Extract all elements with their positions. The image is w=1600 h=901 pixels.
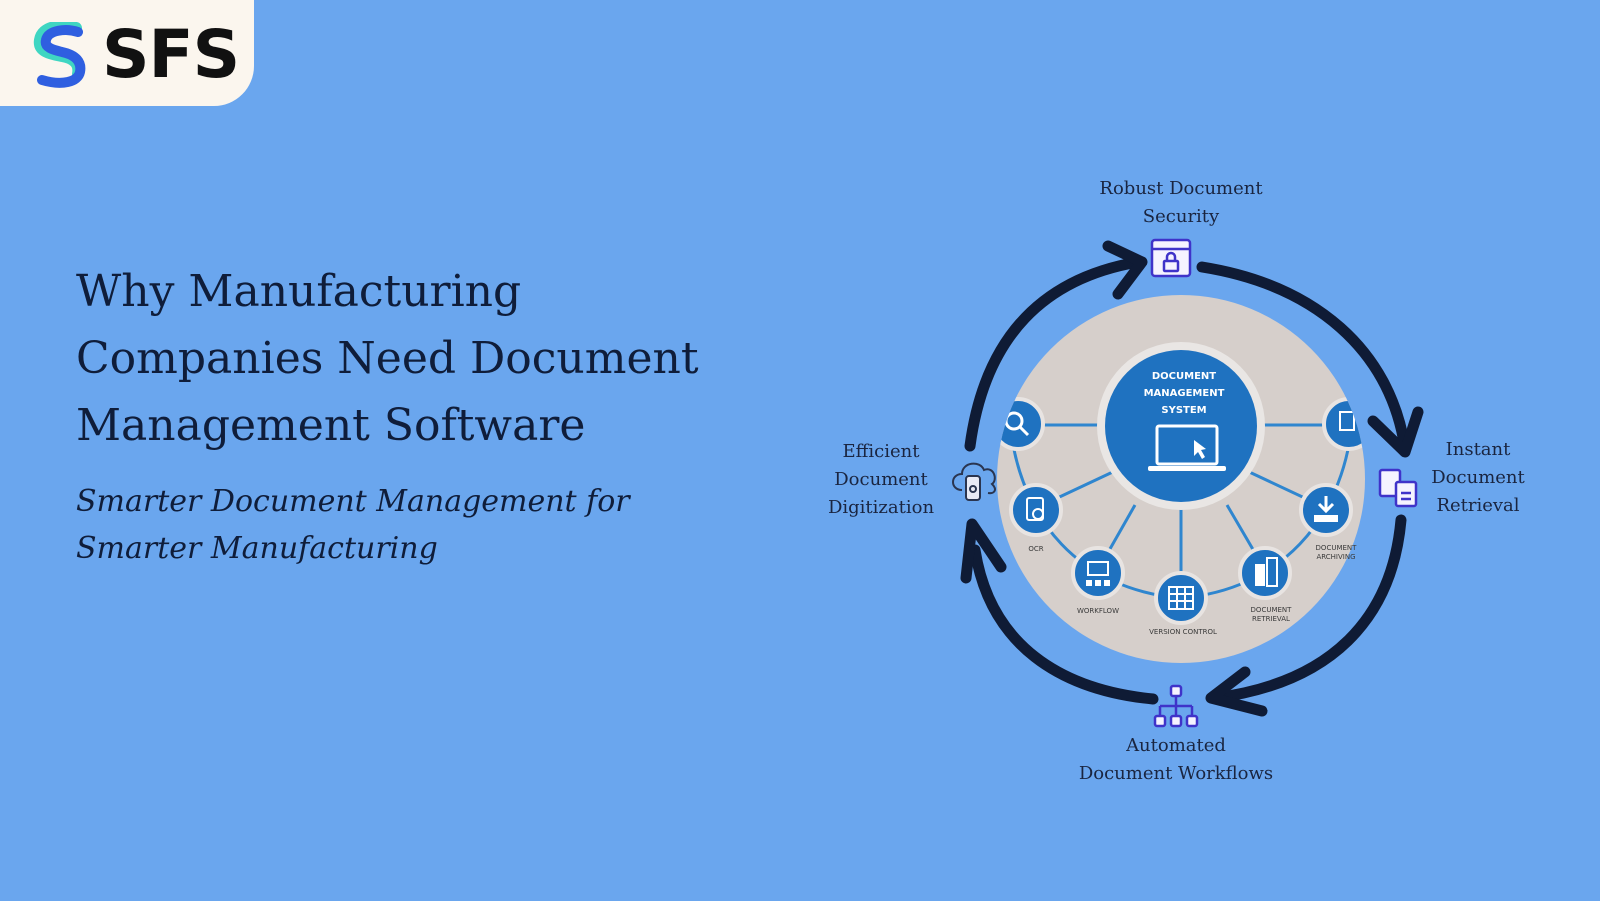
hub-node-label: DOCUMENT	[1251, 606, 1293, 614]
stage-label-line: Digitization	[827, 497, 935, 518]
stage-label-line: Automated	[1126, 735, 1226, 756]
stage-label-retrieval: Instant Document Retrieval	[1418, 436, 1538, 520]
hub-node-label: OCR	[1028, 545, 1043, 553]
hub-node-version-control: VERSION CONTROL	[1149, 571, 1217, 636]
center-title-line2: MANAGEMENT	[1144, 388, 1225, 399]
stage-label-security: Robust Document Security	[1076, 175, 1286, 231]
stage-label-digitization: Efficient Document Digitization	[816, 438, 946, 522]
lock-window-icon	[1150, 238, 1192, 278]
laptop-cursor-icon	[1148, 424, 1226, 471]
stage-label-line: Security	[1142, 206, 1220, 227]
hub-node-label: DOCUMENT	[1316, 544, 1358, 552]
archive-icon	[1317, 496, 1335, 514]
clipboard-copy-icon	[1378, 468, 1418, 508]
cycle-arrows	[960, 240, 1424, 717]
retrieval-icon	[1255, 564, 1265, 586]
stage-label-line: Robust Document	[1099, 178, 1263, 199]
hub-node-document-retrieval: DOCUMENT RETRIEVAL	[1238, 546, 1293, 623]
hub-node-label-2: RETRIEVAL	[1252, 615, 1290, 623]
arrow-security-to-retrieval	[1196, 261, 1411, 454]
stage-label-line: Document	[834, 469, 928, 490]
document-node-icon	[1322, 397, 1365, 451]
hierarchy-icon	[1153, 684, 1199, 728]
page-title: Why Manufacturing Companies Need Documen…	[76, 266, 699, 451]
version-control-icon	[1168, 586, 1194, 610]
stage-label-line: Document	[1431, 467, 1525, 488]
hub-node-ocr: OCR	[1009, 483, 1063, 553]
ocr-icon	[1026, 497, 1044, 521]
page-subtitle: Smarter Document Management for Smarter …	[76, 484, 630, 566]
stage-label-line: Efficient	[842, 441, 920, 462]
s-swirl-logo	[33, 22, 86, 88]
hub-node-label-2: ARCHIVING	[1316, 553, 1355, 561]
hub-node-document-archiving: DOCUMENT ARCHIVING	[1299, 483, 1358, 561]
stage-label-line: Retrieval	[1436, 495, 1520, 516]
stage-label-workflows: Automated Document Workflows	[1066, 732, 1286, 788]
stage-label-line: Instant	[1445, 439, 1511, 460]
cloud-phone-icon	[952, 462, 996, 501]
logo-card: SFS	[0, 0, 254, 106]
workflow-icon	[1087, 561, 1109, 576]
brand-name: SFS	[102, 16, 240, 93]
arrow-retrieval-to-workflows	[1209, 514, 1407, 704]
center-title-line1: DOCUMENT	[1152, 371, 1216, 382]
hub-node-label: WORKFLOW	[1077, 607, 1119, 615]
center-title-line3: SYSTEM	[1161, 405, 1206, 416]
hub-node-label: VERSION CONTROL	[1149, 628, 1217, 636]
hub-node-workflow: WORKFLOW	[1071, 546, 1125, 615]
arrow-workflows-to-digitization	[969, 544, 1159, 705]
arrow-digitization-to-security	[964, 256, 1144, 452]
stage-label-line: Document Workflows	[1078, 763, 1274, 784]
search-node-icon	[997, 397, 1045, 451]
